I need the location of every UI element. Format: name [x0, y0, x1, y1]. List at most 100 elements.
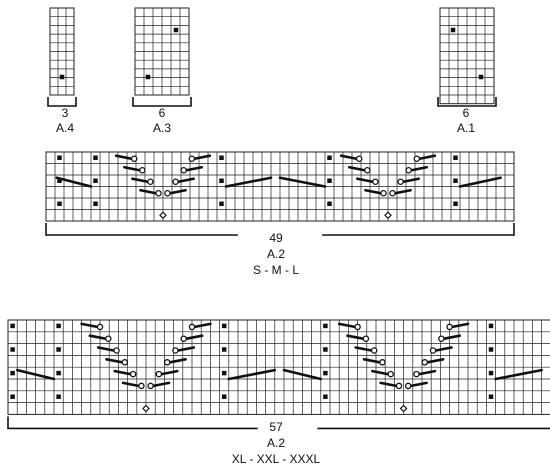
long-cable [458, 176, 502, 188]
cable-stitch-loop [372, 178, 379, 185]
chart-a4-grid [49, 7, 75, 96]
purl-square [57, 155, 62, 160]
purl-square [221, 323, 227, 329]
diamond-stitch [142, 404, 150, 413]
purl-square [219, 201, 224, 206]
cable-cross-left [105, 357, 124, 364]
diamond-stitch [384, 211, 392, 220]
cable-cross-right [417, 369, 437, 376]
cable-cross-right [451, 322, 470, 329]
long-cable [278, 176, 327, 188]
purl-square [450, 27, 456, 33]
long-cable [227, 368, 277, 381]
a2-large-bracket-left [7, 416, 258, 430]
cable-cross-right [193, 322, 212, 329]
cable-cross-right [177, 177, 195, 184]
purl-square [56, 347, 61, 352]
purl-square [57, 201, 62, 206]
cable-cross-right [193, 154, 212, 161]
purl-square [453, 201, 458, 206]
purl-square [323, 370, 328, 376]
cable-stitch-loop [362, 335, 370, 342]
cable-cross-right [168, 357, 187, 364]
purl-square [327, 201, 332, 206]
cable-stitch-loop [172, 347, 179, 354]
cable-cross-left [96, 346, 116, 352]
cable-stitch-loop [155, 370, 163, 378]
cable-cross-right [160, 369, 179, 376]
purl-square [10, 323, 15, 329]
cable-cross-left [371, 369, 390, 376]
cable-stitch-loop [389, 189, 396, 197]
a3-width-bracket [132, 97, 192, 107]
chart-a2-small-grid [45, 151, 515, 222]
purl-square [221, 370, 227, 376]
cable-cross-left [337, 322, 357, 329]
a2-large-bracket-right [317, 416, 550, 430]
purl-square [488, 323, 494, 329]
cable-stitch-loop [413, 370, 420, 378]
cable-cross-left [123, 165, 141, 172]
purl-square [93, 155, 98, 160]
purl-square [221, 347, 227, 352]
a2-small-bracket-right [322, 223, 515, 236]
diamond-stitch [399, 404, 408, 413]
long-cable [55, 176, 93, 188]
purl-square [219, 155, 224, 160]
purl-square [145, 74, 151, 80]
cable-cross-right [176, 346, 196, 352]
cable-cross-left [356, 177, 375, 184]
cable-stitch-loop [130, 155, 138, 162]
long-cable [494, 368, 543, 381]
a4-stitch-count: 3 [61, 106, 69, 120]
purl-square [488, 347, 494, 352]
purl-square [221, 394, 227, 399]
cable-cross-left [364, 188, 383, 195]
cable-cross-right [426, 357, 445, 364]
cable-cross-left [346, 334, 365, 341]
purl-square [56, 323, 61, 329]
cable-stitch-loop [138, 382, 145, 390]
cable-cross-left [362, 357, 381, 364]
cable-cross-left [114, 154, 133, 161]
purl-square [93, 201, 98, 206]
cable-stitch-loop [429, 347, 437, 354]
cable-stitch-loop [395, 382, 403, 390]
purl-square [93, 178, 98, 183]
cable-cross-right [410, 165, 429, 172]
purl-square [57, 178, 62, 183]
cable-stitch-loop [446, 323, 453, 331]
cable-stitch-loop [147, 178, 154, 185]
cable-cross-right [185, 334, 204, 341]
chart-a3-grid [134, 7, 190, 96]
cable-cross-right [442, 334, 462, 341]
a1-chart-name: A.1 [456, 121, 475, 135]
chart-a1-grid [439, 7, 495, 105]
cable-stitch-loop [121, 359, 129, 366]
cable-stitch-loop [155, 189, 162, 197]
purl-square [10, 370, 15, 376]
cable-stitch-loop [163, 359, 171, 366]
cable-cross-left [379, 381, 398, 388]
a2-large-chart-name: A.2 [266, 436, 285, 450]
cable-stitch-loop [413, 155, 421, 162]
purl-square [478, 74, 484, 80]
a1-stitch-count: 6 [462, 106, 470, 120]
cable-cross-right [152, 381, 171, 388]
long-cable [15, 368, 56, 381]
purl-square [453, 178, 458, 183]
cable-stitch-loop [129, 370, 137, 378]
diamond-stitch [159, 211, 167, 220]
a1-width-bracket [437, 97, 497, 107]
cable-stitch-loop [421, 359, 429, 366]
purl-square [10, 347, 15, 352]
cable-stitch-loop [188, 155, 196, 162]
chart-a2-large-grid [7, 319, 550, 415]
cable-stitch-loop [397, 178, 404, 185]
cable-stitch-loop [379, 359, 386, 366]
cable-stitch-loop [380, 189, 387, 197]
cable-cross-left [80, 322, 99, 329]
purl-square [59, 74, 65, 80]
cable-cross-left [121, 381, 140, 388]
